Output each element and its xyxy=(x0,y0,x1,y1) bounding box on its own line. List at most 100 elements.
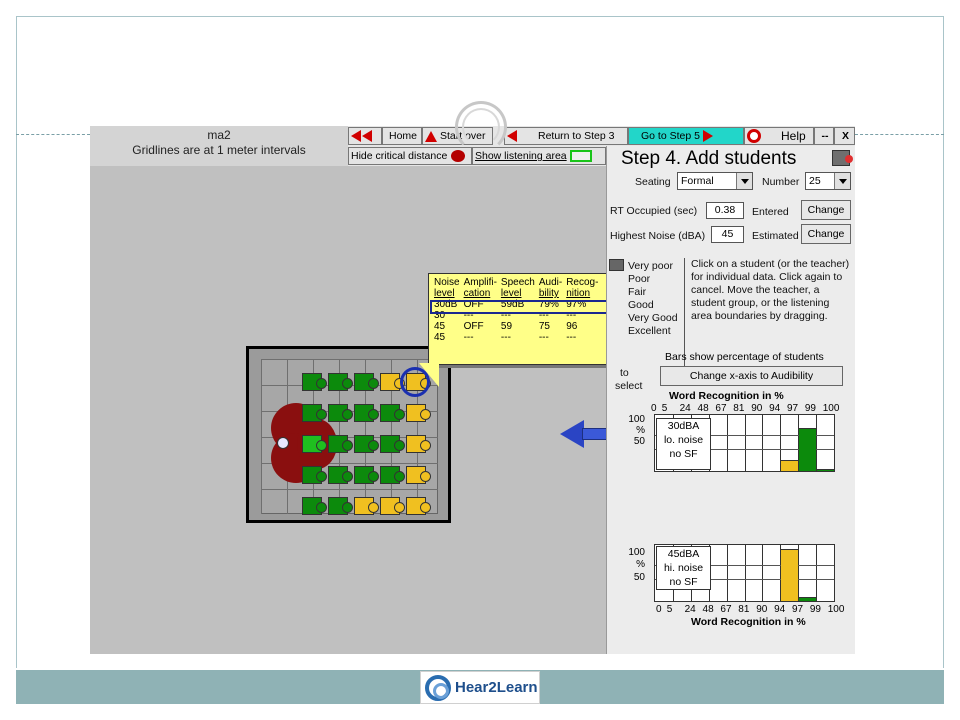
classroom-floor-plan[interactable] xyxy=(246,346,451,523)
table-cell: --- xyxy=(500,332,511,343)
col-header: Recog- xyxy=(566,277,599,288)
student-seat[interactable] xyxy=(406,466,431,484)
number-select[interactable]: 25 xyxy=(805,172,851,190)
x-tick-label: 97 xyxy=(786,403,799,414)
chart-bar xyxy=(799,428,817,471)
right-arrow-icon xyxy=(702,130,713,142)
chart2-condition-box: 45dBA hi. noise no SF xyxy=(656,546,711,590)
student-seat[interactable] xyxy=(328,404,353,422)
col-header: cation xyxy=(463,288,491,299)
student-seat[interactable] xyxy=(354,466,379,484)
seating-select[interactable]: Formal xyxy=(677,172,753,190)
student-seat[interactable] xyxy=(354,404,379,422)
minimize-button[interactable]: -- xyxy=(814,127,834,145)
bars-note: Bars show percentage of students xyxy=(665,351,824,363)
map-subtitle: Gridlines are at 1 meter intervals xyxy=(132,143,306,157)
x-tick-label: 94 xyxy=(769,403,781,414)
student-seat[interactable] xyxy=(328,373,353,391)
hide-critical-distance-button[interactable]: Hide critical distance xyxy=(348,147,472,165)
student-seat[interactable] xyxy=(302,373,327,391)
logo-text: Hear2Learn xyxy=(455,679,538,696)
table-cell: 75 xyxy=(538,321,550,332)
student-seat[interactable] xyxy=(302,404,327,422)
grid-line xyxy=(744,545,746,601)
noise-status: Estimated xyxy=(752,230,799,242)
x-tick-label: 48 xyxy=(697,403,709,414)
table-cell: 45 xyxy=(434,321,446,332)
step-title: Step 4. Add students xyxy=(621,148,797,169)
lifebuoy-icon xyxy=(747,129,761,143)
help-button[interactable]: Help xyxy=(744,127,814,145)
x-tick-label: 24 xyxy=(684,604,696,615)
x-tick-label: 90 xyxy=(751,403,763,414)
record-icon[interactable] xyxy=(832,150,853,166)
chart1-ytick-100: 100 xyxy=(628,414,645,425)
col-header: nition xyxy=(566,288,591,299)
teacher-icon[interactable] xyxy=(277,437,289,449)
student-seat[interactable] xyxy=(380,435,405,453)
table-cell: 59 xyxy=(500,321,513,332)
chart2-noise: 45dBA xyxy=(667,548,700,560)
help-label: Help xyxy=(781,129,806,143)
col-header: level xyxy=(500,288,522,299)
x-tick-label: 81 xyxy=(733,403,745,414)
student-seat[interactable] xyxy=(328,435,353,453)
grid-line xyxy=(744,415,746,471)
back-arrow-icon xyxy=(362,130,372,142)
table-cell: OFF xyxy=(463,321,484,332)
hear2learn-logo: Hear2Learn xyxy=(420,671,540,704)
grid-line xyxy=(780,545,782,601)
noise-value: 45 xyxy=(711,226,744,243)
student-seat[interactable] xyxy=(406,497,431,515)
table-row: 30dB OFF 59dB 79% 97% xyxy=(432,299,600,310)
chart-bar xyxy=(781,549,799,601)
chart1-noise-level: lo. noise xyxy=(663,434,704,446)
student-seat[interactable] xyxy=(380,466,405,484)
chart-bar xyxy=(817,468,834,471)
student-seat[interactable] xyxy=(302,466,327,484)
table-cell: 96 xyxy=(566,321,578,332)
arrow-head xyxy=(560,420,584,448)
table-cell: --- xyxy=(538,310,549,321)
student-seat[interactable] xyxy=(380,373,405,391)
table-row: 30 --- --- --- --- xyxy=(432,310,600,321)
go-to-step5-button[interactable]: Go to Step 5 xyxy=(628,127,744,145)
chart2-ytick-100: 100 xyxy=(628,547,645,558)
student-seat[interactable] xyxy=(406,435,431,453)
grid-line xyxy=(655,448,834,450)
home-button[interactable]: Home xyxy=(382,127,422,145)
table-cell: --- xyxy=(566,332,577,343)
goto-label: Go to Step 5 xyxy=(641,130,700,142)
student-seat[interactable] xyxy=(380,497,405,515)
close-button[interactable]: X xyxy=(834,127,855,145)
rt-change-button[interactable]: Change xyxy=(801,200,851,220)
student-seat[interactable] xyxy=(354,497,379,515)
divider-right xyxy=(855,134,944,135)
show-listening-area-button[interactable]: Show listening area xyxy=(472,147,606,165)
instructions-text: Click on a student (or the teacher) for … xyxy=(691,258,850,322)
rt-status: Entered xyxy=(752,206,789,218)
x-tick-label: 99 xyxy=(809,604,821,615)
noise-label: Highest Noise (dBA) xyxy=(610,230,706,242)
change-axis-button[interactable]: Change x-axis to Audibility xyxy=(660,366,843,386)
table-header-row: level cation level bility nition xyxy=(432,288,600,299)
noise-change-button[interactable]: Change xyxy=(801,224,851,244)
decorative-arc-inner xyxy=(462,108,500,146)
student-seat[interactable] xyxy=(406,404,431,422)
number-label: Number xyxy=(762,176,800,188)
back-button[interactable] xyxy=(348,127,382,145)
table-cell: 30 xyxy=(434,310,446,321)
student-seat[interactable] xyxy=(328,466,353,484)
student-seat[interactable] xyxy=(302,435,327,453)
student-seat[interactable] xyxy=(354,373,379,391)
chart1-noise: 30dBA xyxy=(667,420,700,432)
table-cell: OFF xyxy=(463,299,484,310)
select-label: select xyxy=(615,380,643,392)
student-seat[interactable] xyxy=(328,497,353,515)
divider-left xyxy=(16,134,90,135)
return-step3-button[interactable]: Return to Step 3 xyxy=(504,127,628,145)
student-seat[interactable] xyxy=(354,435,379,453)
student-seat[interactable] xyxy=(302,497,327,515)
student-seat[interactable] xyxy=(380,404,405,422)
